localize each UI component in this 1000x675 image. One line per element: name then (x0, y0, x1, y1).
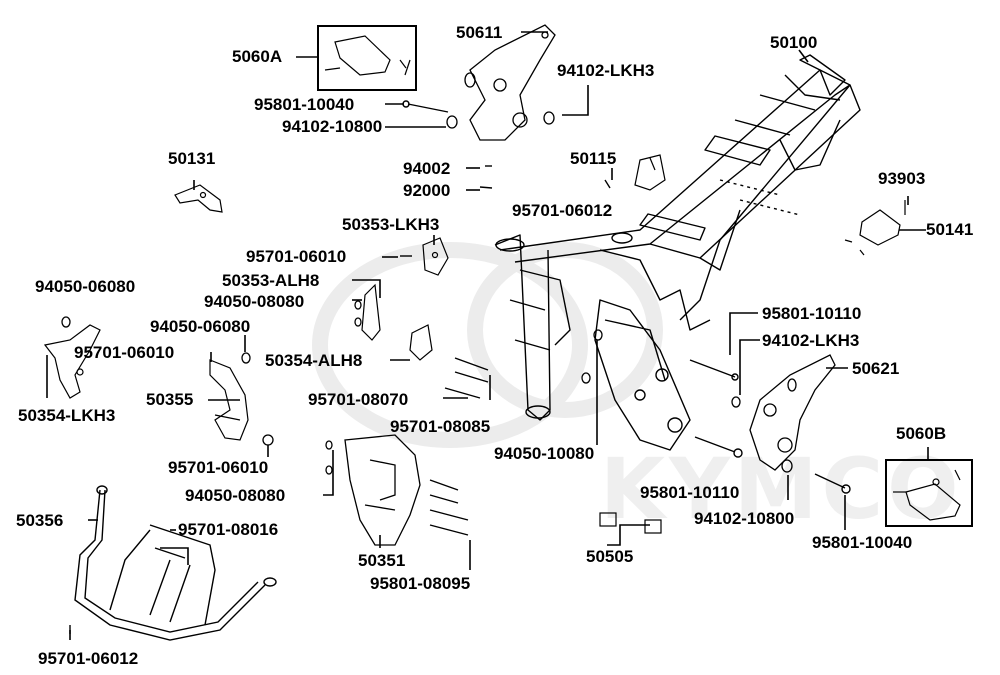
footpeg-bracket-right-drawing (749, 354, 836, 471)
brand-watermark: KYMCO (600, 440, 963, 538)
part-label-94002: 94002 (403, 159, 451, 178)
part-label-95801-08095: 95801-08095 (370, 574, 471, 593)
inset-box-5060a (317, 25, 417, 91)
part-label-50611: 50611 (456, 23, 503, 42)
part-label-95701-08016: 95701-08016 (178, 520, 279, 539)
part-label-50354-lkh3: 50354-LKH3 (18, 406, 116, 425)
part-label-50355: 50355 (146, 390, 194, 409)
part-label-94050-08080-a: 94050-08080 (204, 292, 305, 311)
part-label-50131: 50131 (168, 149, 216, 168)
leader-lines (46, 31, 929, 640)
brackets-lkh3-drawing (43, 324, 249, 441)
part-label-94050-06080-b: 94050-06080 (150, 317, 251, 336)
part-label-50100: 50100 (770, 33, 818, 52)
part-label-50351: 50351 (358, 551, 406, 570)
part-label-5060a: 5060A (232, 47, 283, 66)
part-label-50353-lkh3: 50353-LKH3 (342, 215, 440, 234)
footpeg-bracket-left-drawing (464, 24, 556, 141)
part-label-94050-10080: 94050-10080 (494, 444, 595, 463)
part-label-95701-08085: 95701-08085 (390, 417, 491, 436)
part-label-50621: 50621 (852, 359, 900, 378)
part-label-94050-06080-a: 94050-06080 (35, 277, 136, 296)
part-label-50353-alh8: 50353-ALH8 (222, 271, 320, 290)
plate-50353-lkh3-drawing (422, 237, 449, 276)
bracket-50131-drawing (174, 184, 223, 213)
part-label-95701-06010-a: 95701-06010 (246, 247, 347, 266)
part-label-95801-10110-a: 95801-10110 (762, 304, 862, 323)
part-label-5060b: 5060B (896, 424, 947, 443)
main-frame-drawing (494, 54, 861, 451)
watermark-ring (312, 242, 663, 448)
part-label-50505: 50505 (586, 547, 634, 566)
part-label-50115: 50115 (570, 149, 617, 168)
part-label-95801-10040-b: 95801-10040 (812, 533, 913, 552)
part-label-95701-08070: 95701-08070 (308, 390, 409, 409)
part-label-95701-06012-bottom: 95701-06012 (38, 649, 139, 668)
part-label-50354-alh8: 50354-ALH8 (265, 351, 363, 370)
part-label-92000: 92000 (403, 181, 451, 200)
part-label-94050-08080-b: 94050-08080 (185, 486, 286, 505)
rubber-blocks-50505-drawing (599, 512, 662, 534)
part-label-94102-10800-b: 94102-10800 (694, 509, 795, 528)
washers-drawing (61, 111, 793, 475)
part-label-50356: 50356 (16, 511, 64, 530)
lower-guard-50356-drawing (74, 485, 277, 641)
part-label-95701-06010-b: 95701-06010 (74, 343, 175, 362)
part-label-95801-10110-b: 95801-10110 (640, 483, 740, 502)
bracket-50115-drawing (634, 154, 666, 191)
guard-plate-50351-drawing (344, 434, 421, 546)
part-label-94102-lkh3-top: 94102-LKH3 (557, 61, 655, 80)
part-label-95801-10040-top: 95801-10040 (254, 95, 355, 114)
bracket-50141-drawing (844, 200, 906, 256)
part-label-93903: 93903 (878, 169, 926, 188)
part-label-94102-10800-top: 94102-10800 (282, 117, 383, 136)
bolts-drawing (69, 100, 851, 634)
inset-box-5060b (885, 459, 973, 527)
part-label-95701-06010-c: 95701-06010 (168, 458, 269, 477)
part-label-94102-lkh3-right: 94102-LKH3 (762, 331, 860, 350)
part-label-50141: 50141 (926, 220, 974, 239)
part-label-95701-06012-mid: 95701-06012 (512, 201, 613, 220)
plates-alh8-drawing (361, 283, 433, 361)
